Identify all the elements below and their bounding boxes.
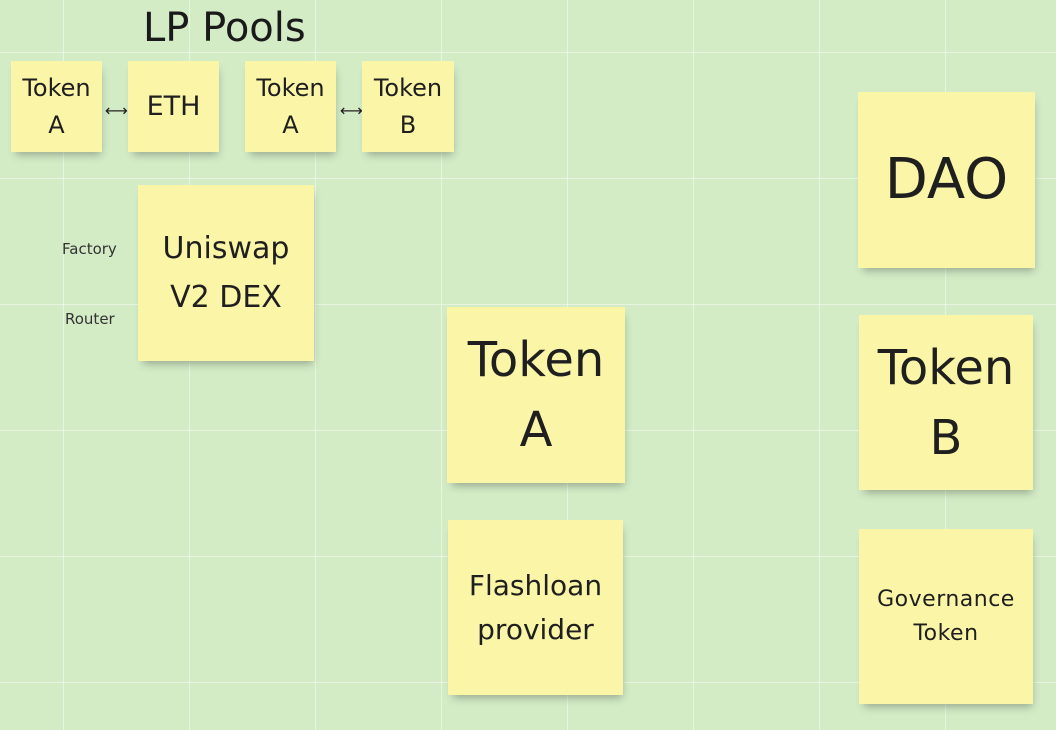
factory-label: Factory bbox=[62, 240, 117, 258]
router-label: Router bbox=[65, 310, 115, 328]
lp-pools-title: LP Pools bbox=[143, 5, 306, 51]
sticky-text: Token B bbox=[877, 339, 1015, 466]
sticky-text: Token B bbox=[373, 73, 443, 139]
sticky-text: Token A bbox=[256, 73, 325, 139]
sticky-text: Token A bbox=[22, 73, 91, 139]
sticky-flashloan-provider[interactable]: Flashloan provider bbox=[448, 520, 623, 695]
sticky-pool1-token-a[interactable]: Token A bbox=[11, 61, 102, 152]
double-arrow-icon: ⟷ bbox=[340, 101, 363, 120]
sticky-pool2-token-b[interactable]: Token B bbox=[362, 61, 454, 152]
sticky-dao[interactable]: DAO bbox=[858, 92, 1035, 268]
sticky-token-a[interactable]: Token A bbox=[447, 307, 625, 483]
sticky-text: Uniswap V2 DEX bbox=[162, 231, 290, 315]
sticky-governance-token[interactable]: Governance Token bbox=[859, 529, 1033, 704]
sticky-text: DAO bbox=[884, 147, 1009, 212]
double-arrow-icon: ⟷ bbox=[105, 101, 128, 120]
sticky-token-b[interactable]: Token B bbox=[859, 315, 1033, 490]
sticky-pool2-token-a[interactable]: Token A bbox=[245, 61, 336, 152]
sticky-text: ETH bbox=[146, 91, 201, 122]
sticky-pool1-eth[interactable]: ETH bbox=[128, 61, 219, 152]
sticky-text: Flashloan provider bbox=[468, 568, 603, 646]
sticky-uniswap-dex[interactable]: Uniswap V2 DEX bbox=[138, 185, 314, 361]
sticky-text: Governance Token bbox=[877, 586, 1015, 646]
sticky-text: Token A bbox=[467, 332, 605, 458]
